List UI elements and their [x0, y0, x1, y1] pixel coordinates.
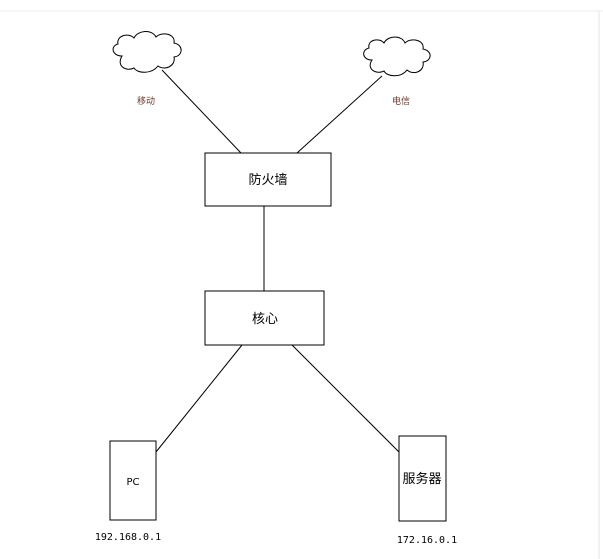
pc-ip-label: 192.168.0.1: [95, 532, 161, 543]
node-server: 服务器 172.16.0.1: [397, 435, 457, 546]
cloud-mobile-label: 移动: [137, 95, 155, 107]
firewall-box: [204, 152, 332, 207]
core-box: [204, 290, 325, 346]
server-ip-label: 172.16.0.1: [397, 535, 457, 546]
node-firewall: 防火墙: [204, 152, 332, 207]
node-core: 核心: [204, 290, 325, 346]
pc-label: PC: [126, 477, 139, 488]
edge-telecom-firewall: [296, 75, 383, 154]
cloud-icon: [363, 36, 431, 77]
edge-core-server: [291, 344, 400, 453]
firewall-label: 防火墙: [248, 172, 287, 188]
server-label: 服务器: [402, 471, 441, 487]
cloud-icon: [112, 31, 182, 73]
server-box: [398, 435, 447, 522]
cloud-mobile: 移动: [112, 31, 182, 107]
pc-box: [109, 440, 157, 521]
cloud-telecom: 电信: [363, 36, 431, 107]
edge-mobile-firewall: [161, 69, 242, 154]
core-label: 核心: [252, 312, 278, 327]
node-pc: PC 192.168.0.1: [95, 440, 161, 543]
cloud-telecom-label: 电信: [392, 95, 410, 107]
edges: [155, 69, 400, 453]
edge-core-pc: [155, 344, 243, 453]
